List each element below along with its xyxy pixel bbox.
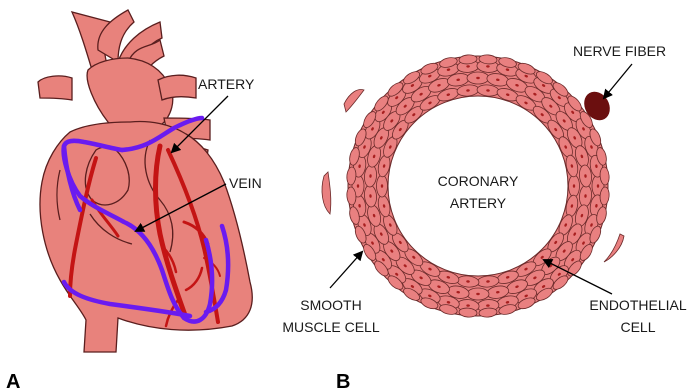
tissue-fragment (604, 234, 624, 262)
label-vein: VEIN (229, 175, 262, 191)
cell-nucleus (357, 184, 359, 188)
cell-nucleus (476, 77, 480, 79)
label-endothelial-line1: ENDOTHELIAL (589, 297, 686, 313)
panel-label-b: B (336, 371, 350, 391)
label-coronary-artery-line1: CORONARY (438, 173, 519, 189)
cell-nucleus (381, 184, 383, 188)
arrow-nerve-fiber (604, 64, 632, 98)
arrow-smooth-muscle (330, 252, 362, 288)
tissue-fragment (344, 90, 364, 112)
cell-nucleus (476, 293, 480, 295)
label-coronary-artery-line2: ARTERY (450, 195, 507, 211)
label-smooth-muscle-line2: MUSCLE CELL (282, 319, 379, 335)
cell-nucleus (573, 184, 575, 188)
label-smooth-muscle-line1: SMOOTH (300, 297, 361, 313)
label-nerve-fiber: NERVE FIBER (573, 43, 666, 59)
panel-label-a: A (6, 371, 20, 391)
label-artery: ARTERY (198, 76, 255, 92)
heart-illustration (38, 10, 252, 352)
cell-nucleus (597, 184, 599, 188)
tissue-fragment (322, 172, 331, 214)
label-endothelial-line2: CELL (620, 319, 655, 335)
